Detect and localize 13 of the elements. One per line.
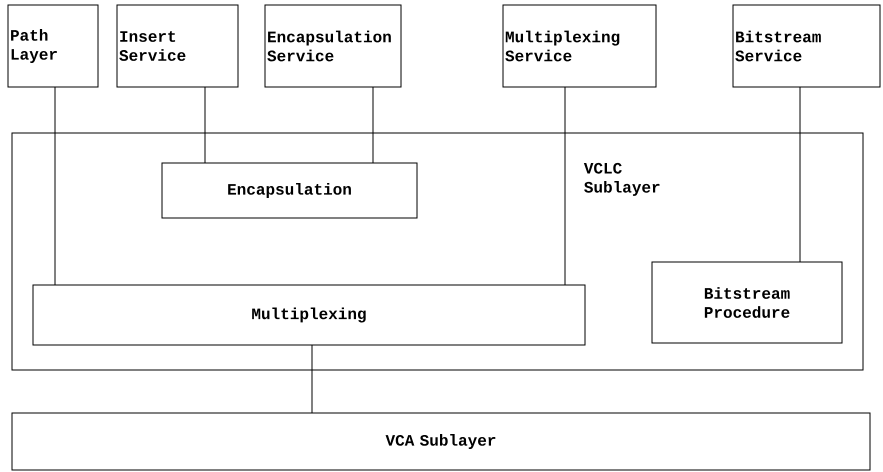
connector-line bbox=[54, 87, 56, 285]
service-box: Encapsulation Service bbox=[264, 4, 402, 88]
service-box: Path Layer bbox=[8, 4, 98, 88]
connector-line bbox=[372, 87, 374, 163]
service-box: Bitstream Service bbox=[732, 4, 880, 88]
function-box: Encapsulation bbox=[162, 162, 418, 218]
connector-line bbox=[204, 87, 206, 163]
function-box: Bitstream Procedure bbox=[652, 262, 842, 344]
function-box: Multiplexing bbox=[32, 284, 586, 346]
service-box: Insert Service bbox=[116, 4, 238, 88]
service-box: Multiplexing Service bbox=[502, 4, 656, 88]
function-box: VCA Sublayer bbox=[12, 412, 870, 470]
connector-line bbox=[564, 87, 566, 285]
